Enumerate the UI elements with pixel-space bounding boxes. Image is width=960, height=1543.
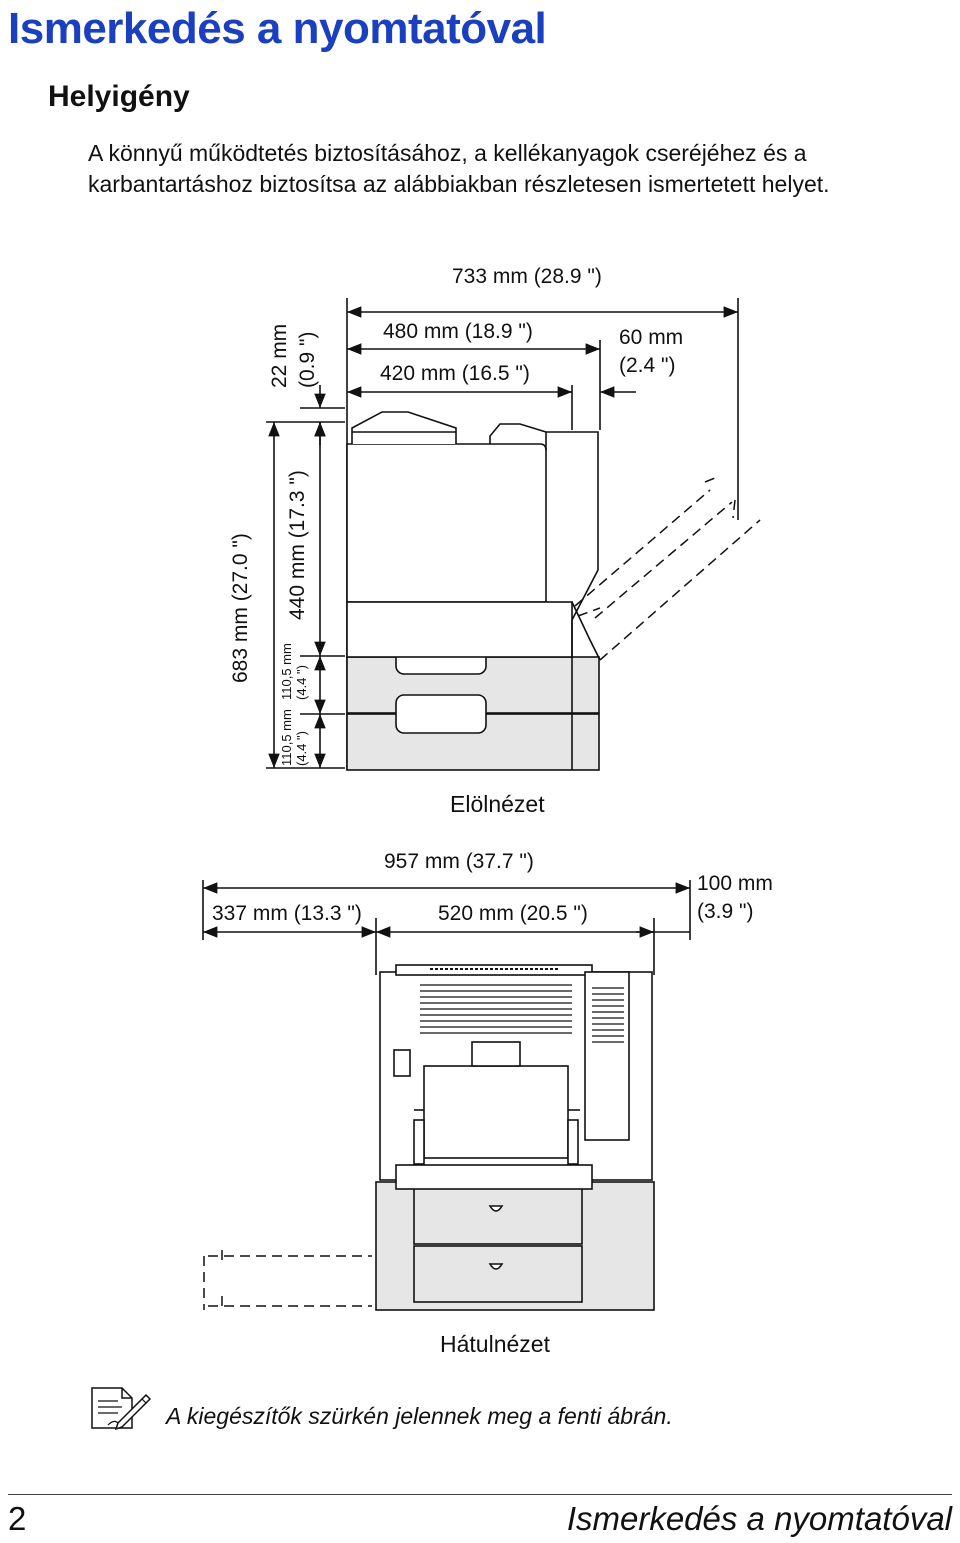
dim-label-337: 337 mm (13.3 ") (212, 902, 362, 925)
front-view-caption: Elölnézet (450, 791, 545, 817)
dim-label-420: 420 mm (16.5 ") (380, 362, 530, 385)
dim-label-tray-lower-line2: (4.4 ") (294, 731, 309, 766)
footer-divider (8, 1494, 952, 1495)
page-title: Ismerkedés a nyomtatóval (8, 4, 547, 53)
dim-label-60-line1: 60 mm (619, 326, 683, 349)
dim-label-733: 733 mm (28.9 ") (452, 265, 602, 288)
front-view (266, 298, 761, 771)
note-pencil-icon (91, 1387, 152, 1431)
dim-label-520: 520 mm (20.5 ") (438, 902, 588, 925)
note-text: A kiegészítők szürkén jelennek meg a fen… (166, 1403, 673, 1429)
dim-label-957: 957 mm (37.7 ") (384, 850, 534, 873)
dim-label-60-line2: (2.4 ") (619, 354, 675, 377)
space-requirement-diagram: 733 mm (28.9 ") 480 mm (18.9 ") 420 mm (… (202, 265, 773, 1357)
footer-title: Ismerkedés a nyomtatóval (566, 1500, 952, 1537)
dim-label-22-line1: 22 mm (268, 324, 291, 388)
dim-label-480: 480 mm (18.9 ") (383, 320, 533, 343)
dim-label-100-line2: (3.9 ") (697, 900, 753, 923)
note-block: A kiegészítők szürkén jelennek meg a fen… (88, 1385, 928, 1435)
intro-paragraph: A könnyű működtetés biztosításához, a ke… (88, 140, 830, 197)
rear-view (202, 880, 691, 1311)
dim-label-22-line2: (0.9 ") (296, 332, 319, 388)
dim-label-440: 440 mm (17.3 ") (286, 470, 309, 620)
page-number: 2 (8, 1500, 27, 1537)
dim-label-683: 683 mm (27.0 ") (229, 533, 252, 683)
dim-label-tray-upper-line2: (4.4 ") (294, 665, 309, 700)
printer-body-front (346, 443, 547, 603)
dim-label-100-line1: 100 mm (697, 872, 773, 895)
dim-label-tray-lower-line1: 110,5 mm (279, 709, 294, 766)
dim-label-tray-upper-line1: 110,5 mm (279, 643, 294, 700)
rear-view-caption: Hátulnézet (440, 1331, 551, 1357)
section-title: Helyigény (48, 80, 190, 113)
